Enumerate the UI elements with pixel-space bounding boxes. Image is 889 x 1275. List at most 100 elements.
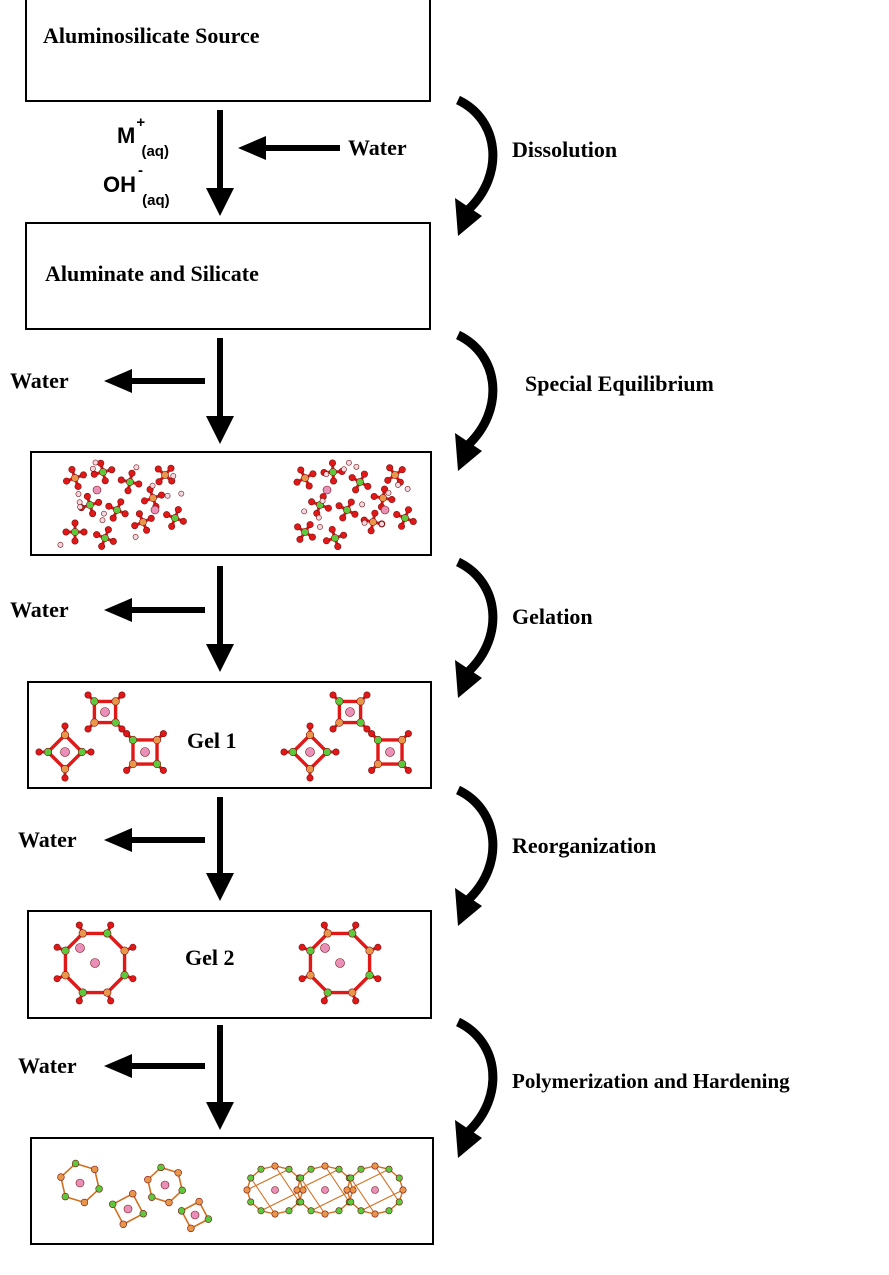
aluminum-atom bbox=[57, 1173, 65, 1181]
curved-arrow-equilibrium bbox=[455, 330, 498, 471]
silicon-atom bbox=[285, 1207, 293, 1215]
bond bbox=[346, 1168, 390, 1191]
cation-atom bbox=[100, 707, 110, 717]
bond bbox=[274, 1165, 300, 1203]
silicon-atom bbox=[86, 501, 94, 509]
aluminum-atom bbox=[144, 1175, 152, 1184]
silicon-atom bbox=[126, 478, 134, 486]
cation-atom bbox=[75, 943, 85, 953]
oxygen-atom bbox=[105, 502, 113, 510]
oxygen-atom bbox=[308, 498, 316, 506]
oxygen-atom bbox=[298, 943, 306, 951]
cation-atom bbox=[140, 747, 150, 757]
water-output-arrow-2 bbox=[104, 598, 205, 622]
silicon-atom bbox=[347, 1174, 355, 1182]
aluminum-atom bbox=[111, 697, 120, 706]
silicon-atom bbox=[306, 946, 315, 955]
hydrogen-atom bbox=[170, 473, 177, 479]
silicon-atom bbox=[385, 1165, 393, 1173]
oxygen-atom bbox=[98, 542, 106, 550]
bond bbox=[246, 1168, 290, 1191]
silicon-atom bbox=[357, 1207, 365, 1215]
silicon-atom bbox=[285, 1165, 293, 1173]
hydrogen-atom bbox=[57, 541, 64, 548]
bond bbox=[132, 1193, 144, 1215]
oxygen-atom bbox=[339, 514, 347, 522]
cation-atom bbox=[160, 1180, 170, 1190]
aluminate-silicate-box: Aluminate and Silicate bbox=[25, 222, 431, 330]
hydrogen-atom bbox=[404, 486, 411, 492]
oxygen-atom bbox=[90, 470, 98, 478]
oxygen-atom bbox=[109, 514, 117, 522]
cation-charge: + bbox=[136, 114, 146, 131]
oxygen-atom bbox=[61, 774, 69, 782]
hydrogen-atom bbox=[378, 521, 385, 527]
oxygen-atom bbox=[61, 722, 69, 730]
silicon-atom bbox=[257, 1207, 265, 1215]
oxygen-atom bbox=[306, 774, 314, 782]
hydrogen-atom bbox=[89, 465, 96, 472]
water-output-label-4: Water bbox=[18, 1053, 77, 1078]
bond bbox=[260, 1189, 304, 1212]
cation-atom bbox=[190, 1210, 200, 1220]
oxygen-atom bbox=[352, 486, 360, 494]
oxygen-atom bbox=[35, 748, 43, 756]
cation-atom bbox=[60, 747, 70, 757]
silicon-atom bbox=[401, 514, 409, 522]
oxygen-atom bbox=[159, 766, 167, 774]
silicon-atom bbox=[385, 1207, 393, 1215]
gel2-ring-right bbox=[298, 921, 382, 1005]
oxygen-atom bbox=[329, 691, 337, 699]
oxygen-atom bbox=[381, 485, 389, 493]
bond bbox=[310, 1189, 354, 1212]
aluminum-atom bbox=[323, 929, 332, 938]
oxygen-atom bbox=[71, 537, 79, 545]
silicon-atom bbox=[307, 1165, 315, 1173]
oxygen-atom bbox=[340, 531, 348, 539]
silicon-atom bbox=[357, 1165, 365, 1173]
monomer-cluster-right bbox=[293, 459, 417, 551]
water-input-label: Water bbox=[348, 135, 407, 160]
silicon-atom bbox=[78, 988, 87, 997]
silicon-atom bbox=[247, 1174, 255, 1182]
hydrogen-atom bbox=[361, 519, 368, 526]
oxygen-atom bbox=[294, 523, 302, 531]
oxygen-atom bbox=[328, 525, 336, 533]
aluminate-silicate-label: Aluminate and Silicate bbox=[45, 261, 259, 286]
silicon-atom bbox=[335, 1165, 343, 1173]
oxygen-atom bbox=[104, 526, 112, 534]
aluminum-atom bbox=[271, 1210, 279, 1218]
silicon-atom bbox=[171, 514, 179, 522]
oxygen-atom bbox=[374, 943, 382, 951]
oxygen-atom bbox=[108, 466, 116, 474]
bond bbox=[296, 1168, 340, 1191]
silicon-atom bbox=[109, 1200, 117, 1208]
silicon-atom bbox=[343, 506, 351, 514]
silicon-atom bbox=[103, 929, 112, 938]
hydrogen-atom bbox=[164, 492, 171, 499]
cation-atom bbox=[90, 958, 100, 968]
silicon-atom bbox=[178, 1186, 186, 1195]
silicon-atom bbox=[148, 1193, 156, 1201]
aluminum-atom bbox=[301, 474, 309, 482]
flow-arrow-3 bbox=[206, 566, 234, 672]
aluminum-atom bbox=[379, 494, 387, 502]
cation-atom bbox=[305, 747, 315, 757]
oxygen-atom bbox=[296, 535, 304, 543]
hydrogen-atom bbox=[395, 482, 401, 488]
silicon-atom bbox=[61, 1192, 70, 1201]
hydrogen-atom bbox=[359, 501, 366, 508]
oxygen-atom bbox=[68, 466, 76, 474]
aluminum-atom bbox=[60, 764, 70, 774]
oxygen-atom bbox=[363, 725, 371, 733]
flow-arrow-5 bbox=[206, 1025, 234, 1130]
hydrogen-atom bbox=[317, 524, 323, 530]
silicon-atom bbox=[335, 697, 344, 706]
oxygen-atom bbox=[140, 497, 148, 505]
aluminum-atom bbox=[90, 718, 99, 727]
aluminum-atom bbox=[61, 971, 70, 980]
cation-atom bbox=[320, 943, 330, 953]
oxygen-atom bbox=[154, 465, 162, 473]
aluminosilicate-source-label: Aluminosilicate Source bbox=[43, 23, 260, 48]
oxygen-atom bbox=[364, 482, 372, 490]
